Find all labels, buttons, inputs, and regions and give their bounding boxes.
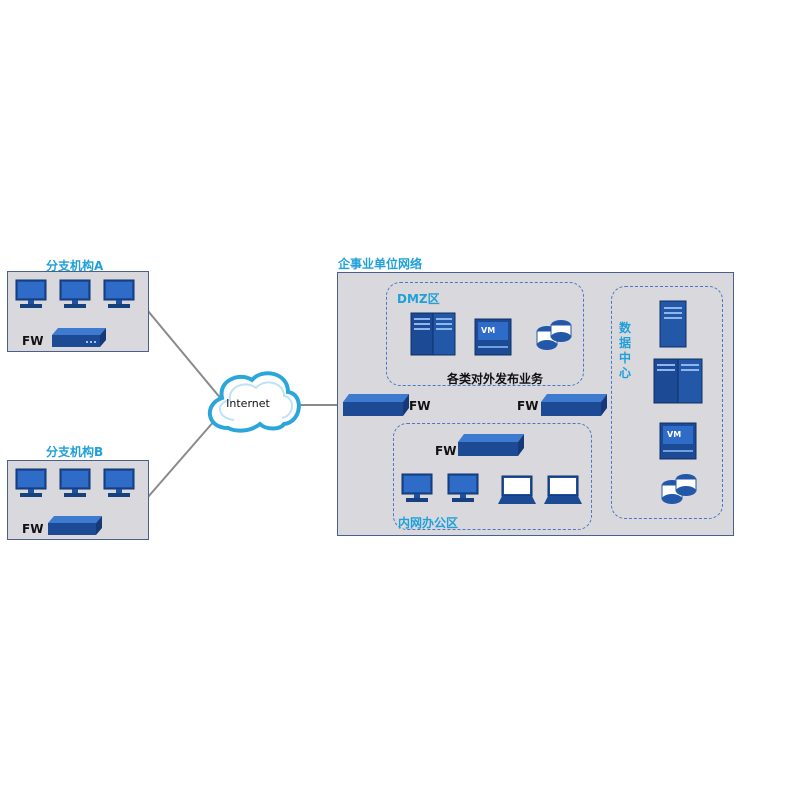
monitor-icon: [59, 279, 91, 308]
branch-b-panel: FW: [7, 460, 149, 540]
branch-a-title: 分支机构A: [46, 259, 104, 273]
enterprise-panel: DMZ区 VM 各类对外发布业务: [337, 272, 734, 536]
datacenter-devices: [653, 300, 703, 504]
branch-a-fw-label: FW: [22, 334, 44, 348]
monitor-icon: [401, 473, 433, 502]
branch-b-fw-label: FW: [22, 522, 44, 536]
server-icon: [659, 300, 687, 348]
firewall-icon: [458, 434, 524, 456]
firewall-icon: [48, 516, 102, 535]
monitor-icon: [103, 468, 135, 497]
monitor-icon: [103, 279, 135, 308]
monitor-icon: [447, 473, 479, 502]
firewall-icon: [52, 328, 106, 347]
monitor-icon: [15, 468, 47, 497]
enterprise-firewalls: [343, 394, 607, 416]
laptop-icon: [498, 475, 536, 504]
firewall-icon: [343, 394, 409, 416]
datacenter-title: 数据中心: [618, 321, 631, 380]
office-fw-label: FW: [435, 444, 457, 458]
office-title: 内网办公区: [398, 516, 459, 530]
server-rack-icon: [653, 358, 703, 404]
office-devices: [401, 434, 582, 504]
datacenter-vm-label: VM: [667, 430, 682, 439]
firewall-icon: [541, 394, 607, 416]
branch-a-devices: [15, 279, 135, 347]
database-icon: [536, 320, 572, 350]
branch-b-devices: [15, 468, 135, 535]
monitor-icon: [59, 468, 91, 497]
dmz-devices: [410, 312, 572, 356]
dmz-title: DMZ区: [397, 292, 440, 306]
vm-icon: [659, 422, 697, 460]
internet-label: Internet: [226, 397, 270, 410]
dmz-caption: 各类对外发布业务: [447, 372, 544, 386]
office-zone: FW 内网办公区: [393, 423, 592, 530]
branch-a-panel: FW: [7, 271, 149, 352]
server-rack-icon: [410, 312, 456, 356]
dmz-vm-label: VM: [481, 326, 496, 335]
database-icon: [661, 474, 697, 504]
enterprise-title: 企事业单位网络: [338, 257, 423, 271]
datacenter-zone: 数据中心 VM: [611, 286, 723, 519]
link-branch-a-internet: [147, 310, 223, 401]
monitor-icon: [15, 279, 47, 308]
vm-icon: [474, 318, 512, 356]
branch-b-title: 分支机构B: [46, 445, 104, 459]
laptop-icon: [544, 475, 582, 504]
dmz-zone: DMZ区 VM 各类对外发布业务: [386, 282, 584, 386]
enterprise-fw-left-label: FW: [409, 399, 431, 413]
enterprise-fw-right-label: FW: [517, 399, 539, 413]
link-branch-b-internet: [147, 411, 223, 498]
